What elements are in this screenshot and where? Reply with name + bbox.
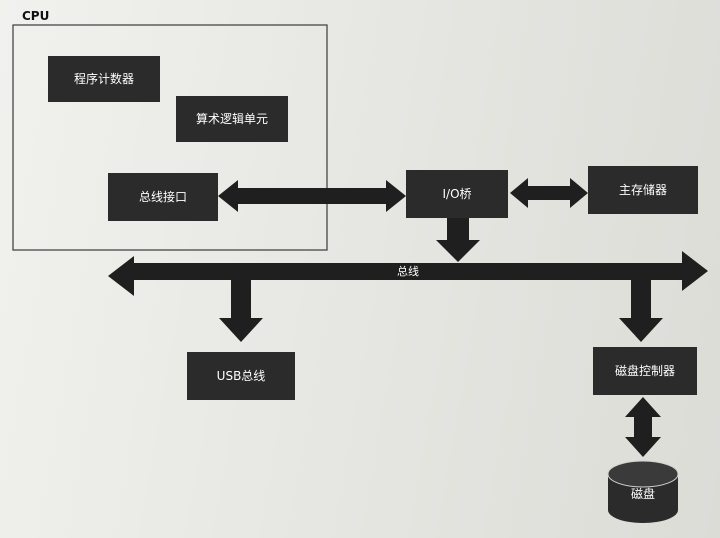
program-counter-label: 程序计数器 [74, 71, 134, 86]
bus-interface-label: 总线接口 [139, 189, 187, 204]
main-memory-label: 主存储器 [619, 182, 667, 197]
io-bridge-label: I/O桥 [442, 187, 471, 201]
bus-interface-io-arrow [218, 180, 406, 212]
disk-label: 磁盘 [631, 486, 655, 501]
cpu-container [12, 24, 328, 251]
system-bus-arrow [108, 251, 708, 296]
disk-controller-box [593, 347, 697, 395]
usb-bus-label: USB总线 [217, 369, 266, 383]
bus-interface-box [108, 173, 218, 221]
io-to-bus-arrow [436, 218, 480, 262]
io-memory-arrow [510, 178, 588, 208]
system-bus-label: 总线 [397, 264, 419, 278]
disk-controller-disk-arrow [625, 397, 661, 457]
alu-label: 算术逻辑单元 [196, 111, 268, 126]
program-counter-box [48, 56, 160, 102]
usb-bus-box [187, 352, 295, 400]
main-memory-box [588, 166, 698, 214]
bus-to-disk-controller-arrow [619, 280, 663, 342]
bus-to-usb-arrow [219, 280, 263, 342]
disk-cylinder [607, 460, 679, 523]
cpu-label: CPU [22, 9, 49, 23]
alu-box [176, 96, 288, 142]
disk-controller-label: 磁盘控制器 [615, 363, 675, 378]
io-bridge-box [406, 170, 508, 218]
